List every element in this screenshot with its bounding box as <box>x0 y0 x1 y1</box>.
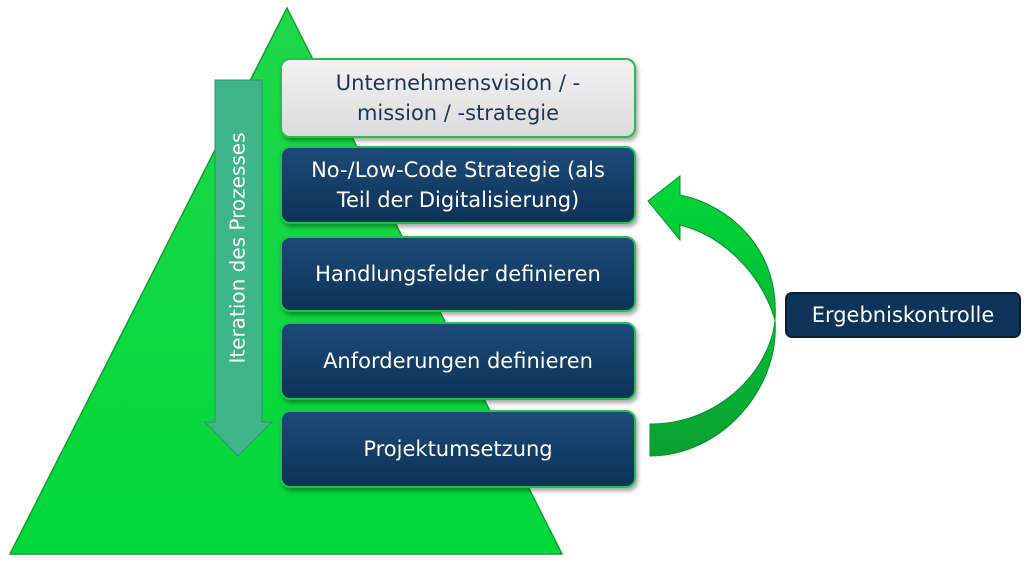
level-handlungsfelder: Handlungsfelder definieren <box>280 236 636 312</box>
ergebniskontrolle-box: Ergebniskontrolle <box>785 292 1021 338</box>
level-nolowcode-strategy: No-/Low-Code Strategie (als Teil der Dig… <box>280 146 636 224</box>
level-projektumsetzung: Projektumsetzung <box>280 410 636 488</box>
iteration-down-arrow <box>203 79 274 457</box>
iteration-label: Iteration des Prozesses <box>226 132 251 364</box>
feedback-curved-arrow <box>647 174 776 457</box>
level-anforderungen: Anforderungen definieren <box>280 322 636 400</box>
level-vision: Unternehmensvision / -mission / -strateg… <box>280 58 636 138</box>
